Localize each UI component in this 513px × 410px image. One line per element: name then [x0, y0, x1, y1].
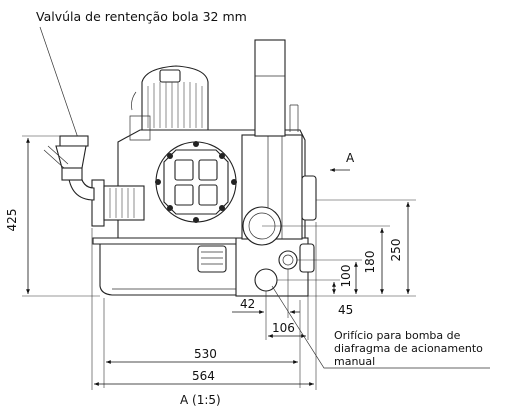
inspection-cover [163, 149, 229, 215]
motor-housing [141, 65, 209, 131]
dim-45-text: 45 [338, 303, 353, 317]
manual-pump-orifice [254, 268, 278, 292]
vent-pipe [254, 39, 286, 137]
orifice-label-line1: Orifício para bomba de [334, 329, 461, 342]
dim-height-180: 180 [262, 225, 390, 294]
dim-height-425: 425 [5, 135, 100, 297]
dim-height-250: 250 [308, 199, 416, 297]
valve-label: Valvúla de rentenção bola 32 mm [36, 9, 247, 24]
dim-100-text: 100 [339, 265, 353, 288]
dim-106: 106 [268, 296, 309, 340]
inlet-spigot-b [299, 243, 315, 273]
inlet-port-small [278, 250, 298, 270]
cover-bolts [155, 141, 237, 223]
tank-rim [92, 237, 241, 245]
motor-cap [159, 69, 181, 83]
outlet-body [103, 185, 145, 221]
dim-564-text: 564 [192, 369, 215, 383]
outlet-flange [91, 179, 105, 227]
check-valve-top [59, 135, 89, 147]
dim-45: 45 [277, 279, 353, 317]
orifice-leader-line [271, 285, 490, 369]
dim-42: 42 [232, 269, 300, 340]
valve-leader-line [39, 26, 79, 139]
pump-unit [43, 39, 317, 297]
dim-180-text: 180 [363, 251, 377, 274]
dim-250-text: 250 [389, 239, 403, 262]
dim-106-text: 106 [272, 321, 295, 335]
dim-height-100: 100 [297, 259, 362, 294]
dim-530-text: 530 [194, 347, 217, 361]
dim-564: 564 [91, 222, 317, 390]
orifice-label-line3: manual [334, 355, 375, 368]
view-title: A (1:5) [180, 393, 221, 407]
dim-530: 530 [103, 298, 301, 388]
inlet-spigot-a [301, 175, 317, 221]
tank-handle [197, 245, 227, 273]
dim-42-text: 42 [240, 297, 255, 311]
dim-425-text: 425 [5, 209, 19, 232]
orifice-label-line2: diafragma de acionamento [334, 342, 483, 355]
check-valve-bottom [61, 167, 83, 181]
view-arrow-label: A [346, 151, 355, 165]
